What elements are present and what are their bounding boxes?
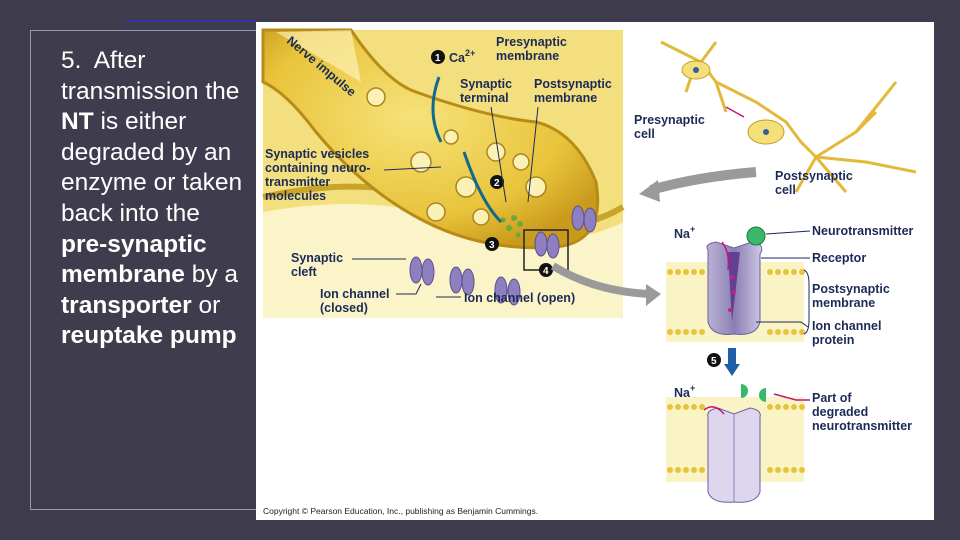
post-membrane-label-2: membrane	[812, 296, 875, 310]
step2-marker	[490, 175, 504, 189]
ion-closed-label-2: (closed)	[320, 301, 368, 315]
step5-arrow-head	[724, 364, 740, 376]
neurotransmitter-label: Neurotransmitter	[812, 224, 914, 238]
postmembrane-leader	[527, 106, 539, 203]
title-accent-line	[126, 20, 256, 22]
step2-number: 2	[494, 178, 500, 189]
na-top-label: Na+	[674, 224, 695, 241]
step5-number: 5	[711, 356, 717, 367]
step3-marker	[485, 237, 499, 251]
cell-to-synapse-arrow	[649, 167, 757, 195]
terminal-leader	[490, 106, 507, 203]
ion-protein-label-1: Ion channel	[812, 319, 881, 333]
ca-label: Ca2+	[449, 48, 475, 65]
postsynaptic-region	[263, 204, 623, 318]
release-arrow	[462, 151, 503, 224]
postsynaptic-cell-label-1: Postsynaptic	[775, 169, 853, 183]
postsynaptic-cell-label-2: cell	[775, 183, 796, 197]
step4-number: 4	[543, 266, 549, 277]
ion-closed-label-1: Ion channel	[320, 287, 389, 301]
na-exit-arrow	[703, 406, 725, 415]
ion-open-label: Ion channel (open)	[464, 291, 575, 305]
synaptic-terminal-label-1: Synaptic	[460, 77, 512, 91]
ca-arrow	[431, 76, 443, 143]
text-part-3: is either degraded by an enzyme or taken…	[61, 108, 243, 227]
post-membrane-label-1: Postsynaptic	[812, 282, 890, 296]
membrane-brace	[803, 269, 810, 335]
impulse-band	[276, 30, 361, 82]
text-part-5: by a	[184, 261, 239, 289]
receptor-inset	[666, 226, 805, 342]
zoom-arrow-head	[646, 284, 661, 306]
nt-leader	[765, 230, 811, 235]
neuron-illustration	[660, 40, 917, 193]
ion-closed-leader	[396, 283, 422, 295]
presynaptic-cell-label-1: Presynaptic	[634, 113, 705, 127]
synapse-figure: Nerve impulse 1 Ca2+ 2 3 4 Presynaptic m…	[256, 22, 934, 520]
postsynaptic-membrane-label-2: membrane	[534, 91, 597, 105]
vesicles-label-4: molecules	[265, 189, 326, 203]
postsynaptic-nucleus	[763, 129, 769, 135]
synaptic-terminal-label-2: terminal	[460, 91, 509, 105]
step1-number: 1	[435, 53, 441, 64]
presynaptic-membrane-label-1: Presynaptic	[496, 35, 567, 49]
text-part-1: After transmission the	[61, 47, 240, 105]
degraded-inset	[666, 384, 805, 503]
synapse-pointer	[725, 106, 745, 118]
presynaptic-cell-label-2: cell	[634, 127, 655, 141]
cleft-label-2: cleft	[291, 265, 318, 279]
na-bottom-label: Na+	[674, 383, 695, 400]
presynaptic-nucleus	[693, 67, 699, 73]
step-number: 5.	[61, 47, 82, 74]
cleft-label-1: Synaptic	[291, 251, 343, 265]
step5-arrow-shaft	[728, 348, 736, 364]
postsynaptic-membrane-label-1: Postsynaptic	[534, 77, 612, 91]
synapse-diagram: Nerve impulse 1 Ca2+ 2 3 4 Presynaptic m…	[261, 28, 917, 503]
presynaptic-membrane-label-2: membrane	[496, 49, 559, 63]
degraded-label-3: neurotransmitter	[812, 419, 912, 433]
step4-marker	[539, 263, 553, 277]
zoom-arrow	[550, 262, 652, 298]
receptor-label: Receptor	[812, 251, 866, 265]
ion-protein-leader	[756, 321, 809, 328]
step1-marker	[431, 50, 445, 64]
text-part-nt: NT	[61, 108, 94, 136]
degraded-label-1: Part of	[812, 391, 852, 405]
vesicles-label-2: containing neuro-	[265, 161, 371, 175]
vesicles-label-1: Synaptic vesicles	[265, 147, 369, 161]
synaptic-vesicles	[366, 87, 547, 226]
copyright-notice: Copyright © Pearson Education, Inc., pub…	[263, 506, 539, 516]
ion-protein-label-2: protein	[812, 333, 854, 347]
body-text: 5. After transmission the NT is either d…	[61, 46, 251, 352]
text-part-reuptake: reuptake pump	[61, 322, 237, 350]
vesicles-leader	[383, 166, 442, 171]
degraded-leader	[773, 393, 810, 401]
text-part-7: or	[191, 291, 221, 319]
vesicles-label-3: transmitter	[265, 175, 330, 189]
step3-number: 3	[489, 240, 495, 251]
text-part-transporter: transporter	[61, 291, 192, 319]
na-entry-arrow	[721, 241, 730, 271]
degraded-label-2: degraded	[812, 405, 868, 419]
step5-marker	[707, 353, 721, 367]
cell-arrow-head	[639, 180, 660, 202]
synaptic-terminal	[261, 28, 600, 250]
text-part-presynaptic: pre-synaptic membrane	[61, 230, 207, 289]
ion-channels	[409, 205, 597, 306]
